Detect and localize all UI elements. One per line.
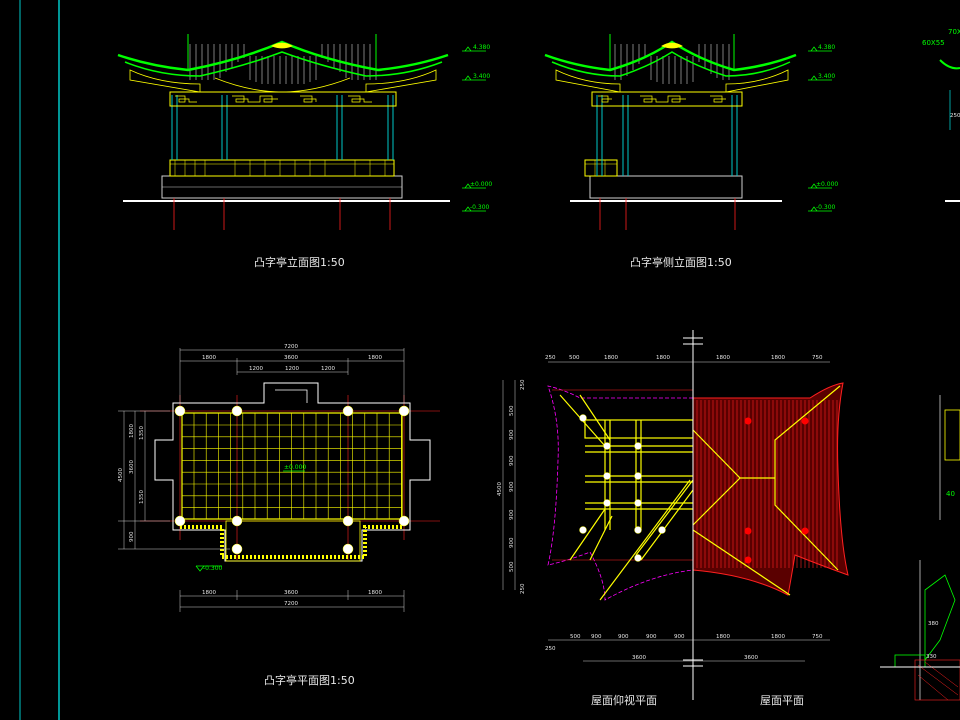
plan-dim-bottom-0: 1800: [202, 590, 216, 596]
roof-dim-top-3: 1800: [656, 355, 670, 361]
roof-plan-title: 屋面平面: [760, 694, 804, 707]
roof-dim-bottom-left: 250: [545, 646, 556, 652]
front-elevation: 4.380 3.400 ±0.000 -0.300: [117, 34, 492, 230]
roof-dim-left-8: 250: [520, 583, 526, 594]
plan-dim-top-2: 1800: [368, 355, 382, 361]
roof-dim-top-1: 500: [569, 355, 580, 361]
side-level-top: 4.380: [818, 44, 835, 51]
right-detail: [880, 59, 960, 701]
plan-dim-inner-0: 1200: [249, 366, 263, 372]
roof-dim-top-6: 750: [812, 355, 823, 361]
plan-dim-bottom-1: 3600: [284, 590, 298, 596]
detail-label-beam2: 70X: [948, 28, 960, 36]
plan-dim-left-inner-0: 1350: [139, 426, 145, 440]
roof-plans: [502, 330, 849, 700]
plan-dim-bottom-overall: 7200: [284, 601, 298, 607]
roof-dim-top-4: 1800: [716, 355, 730, 361]
roof-dim-bottom-1: 900: [591, 634, 602, 640]
roof-dim-left-1: 500: [509, 405, 515, 416]
plan-dim-top-1: 3600: [284, 355, 298, 361]
plan-level-mark: -0.300: [203, 565, 223, 572]
roof-dim-top-5: 1800: [771, 355, 785, 361]
roof-dim-bottom-5: 1800: [716, 634, 730, 640]
detail-label-dim1: 250: [950, 113, 960, 119]
side-level-ground: ±0.000: [816, 181, 838, 188]
roof-dim-left-total: 4500: [497, 482, 503, 496]
pavilion-plan: [118, 348, 440, 612]
side-level-eave: 3.400: [818, 73, 835, 80]
detail-label-dim4: 330: [926, 654, 937, 660]
detail-label-dim3: 380: [928, 621, 939, 627]
roof-dim-top-2: 1800: [604, 355, 618, 361]
front-level-top: 4.380: [473, 44, 490, 51]
detail-label-dim2: 40: [946, 490, 955, 498]
front-elevation-title: 凸字亭立面图1:50: [254, 255, 345, 269]
roof-dim-left-0: 250: [520, 379, 526, 390]
roof-dim-left-6: 900: [509, 537, 515, 548]
front-level-eave: 3.400: [473, 73, 490, 80]
plan-dim-inner-2: 1200: [321, 366, 335, 372]
roof-dim-left-2: 900: [509, 429, 515, 440]
front-level-ground: ±0.000: [470, 181, 492, 188]
roof-dim-left-7: 500: [509, 561, 515, 572]
roof-dim-bottom-4: 900: [674, 634, 685, 640]
plan-dim-left-2: 900: [129, 531, 135, 542]
roof-ceiling-plan-title: 屋面仰视平面: [591, 693, 657, 707]
roof-dim-bottom-0: 500: [570, 634, 581, 640]
roof-dim-left-5: 900: [509, 509, 515, 520]
front-level-base: -0.300: [470, 204, 490, 211]
roof-dim-bottom-7: 750: [812, 634, 823, 640]
roof-dim-top-0: 250: [545, 355, 556, 361]
roof-dim-bottom-3: 900: [646, 634, 657, 640]
side-level-base: -0.300: [816, 204, 836, 211]
side-elevation: 4.380 3.400 ±0.000 -0.300: [544, 34, 838, 230]
detail-label-beam1: 60X55: [922, 39, 945, 47]
roof-dim-total-0: 3600: [632, 655, 646, 661]
plan-dim-bottom-2: 1800: [368, 590, 382, 596]
side-elevation-title: 凸字亭侧立面图1:50: [630, 255, 732, 269]
roof-dim-left-3: 900: [509, 455, 515, 466]
plan-dim-left-inner-1: 1350: [139, 490, 145, 504]
plan-dim-overall: 7200: [284, 344, 298, 350]
plan-dim-inner-1: 1200: [285, 366, 299, 372]
roof-dim-bottom-6: 1800: [771, 634, 785, 640]
plan-dim-left-0: 1800: [129, 424, 135, 438]
plan-title: 凸字亭平面图1:50: [264, 673, 355, 687]
plan-dim-top-0: 1800: [202, 355, 216, 361]
roof-dim-left-4: 900: [509, 481, 515, 492]
roof-dim-total-1: 3600: [744, 655, 758, 661]
roof-dim-bottom-2: 900: [618, 634, 629, 640]
plan-dim-left-1: 3600: [129, 460, 135, 474]
plan-dim-left-overall: 4500: [118, 468, 124, 482]
plan-center-level: ±0.000: [284, 464, 306, 471]
